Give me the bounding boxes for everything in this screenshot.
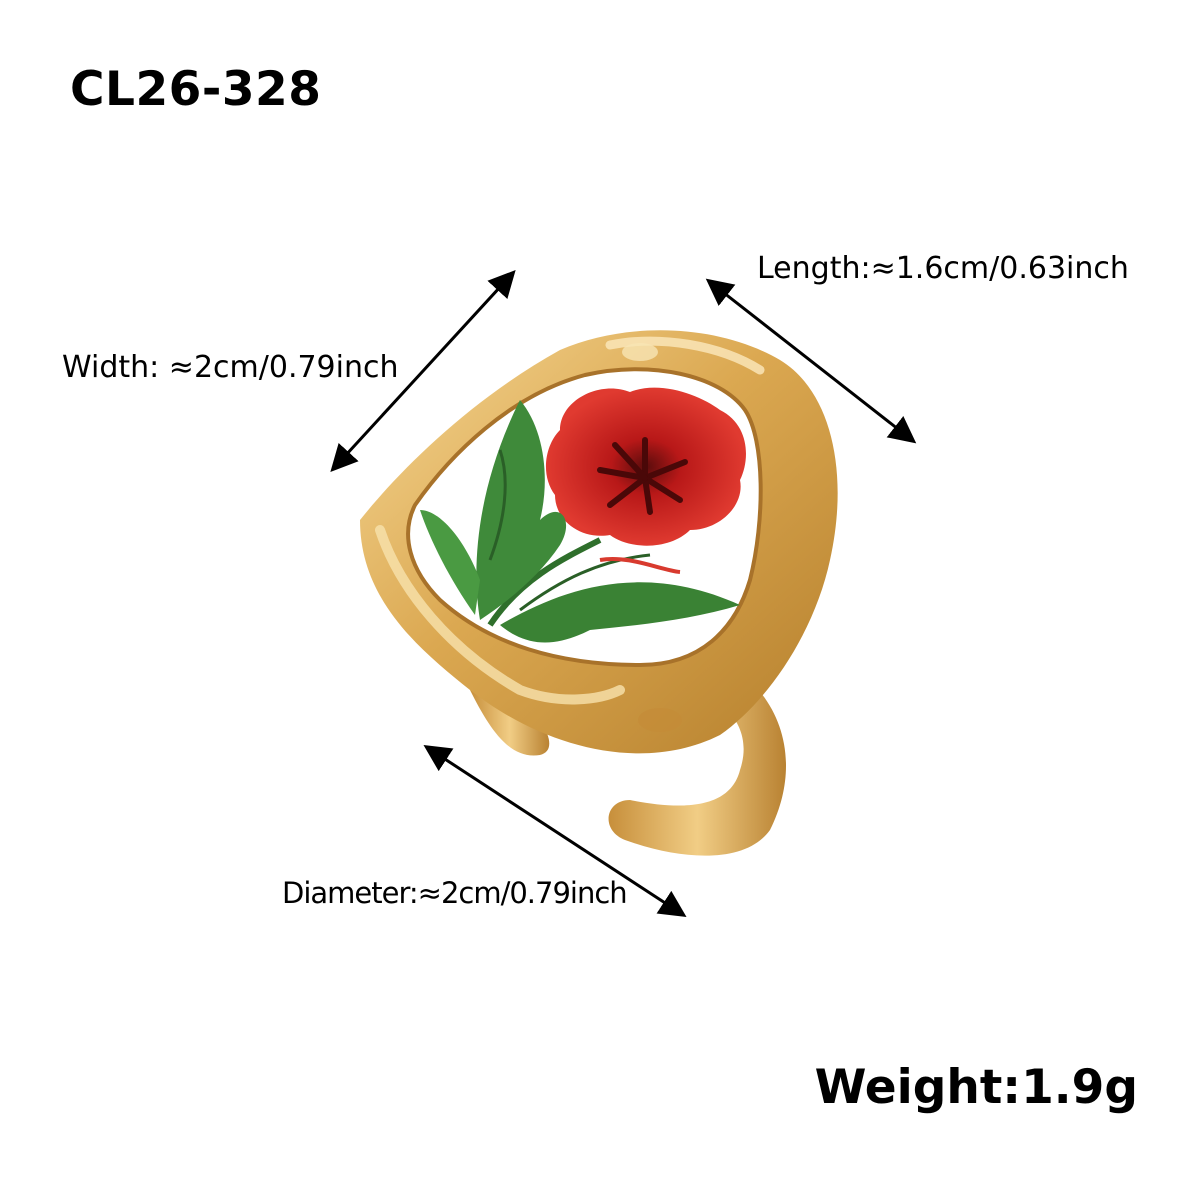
weight-label: Weight:1.9g: [814, 1060, 1138, 1115]
double-arrow-icon: [330, 270, 516, 472]
double-arrow-icon: [705, 278, 917, 444]
double-arrow-icon: [423, 745, 687, 917]
product-code: CL26-328: [70, 62, 322, 117]
ring-image: [360, 330, 838, 856]
